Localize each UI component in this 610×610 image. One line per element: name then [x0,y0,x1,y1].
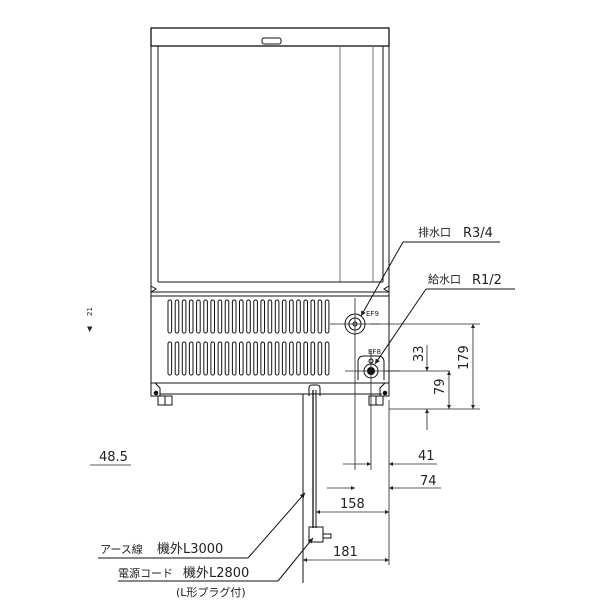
power-cord-length: 機外L2800 [183,566,249,581]
vent-slot [246,341,251,376]
vent-slot [303,299,308,334]
vent-slot [260,341,265,376]
vent-slot [274,299,280,334]
vent-slot [253,341,258,376]
dim-74: 74 [420,474,437,489]
vent-slot [188,341,194,376]
vent-slot [224,341,230,376]
svg-text:EF8: EF8 [368,348,381,356]
vent-slot [231,299,237,334]
cord-grommet [308,384,321,396]
vent-slot [196,299,201,334]
vent-slot [267,341,273,376]
vent-slot [289,299,294,334]
vent-slot [281,299,287,334]
svg-text:EF9: EF9 [366,310,379,318]
power-cord-note: (L形プラグ付) [176,585,246,599]
cabinet-body [150,27,390,395]
drain-spec: R3/4 [463,226,493,241]
vent-slot [317,341,323,376]
supply-spec: R1/2 [472,273,502,288]
dim-33: 33 [412,345,427,362]
vent-slot [181,341,187,376]
vent-slot [217,341,223,376]
vent-slot [167,299,173,334]
vent-slot [203,299,208,334]
level-mark-icon: ▼ [87,325,93,333]
vent-slot [210,341,215,376]
supply-label: 給水口 [428,272,461,286]
drain-label: 排水口 [418,225,451,239]
vent-slot [239,341,244,376]
left-reference-dim: 48.5 [99,450,128,465]
vent-slot [324,341,330,376]
vent-slot [260,299,265,334]
vent-slot [203,341,208,376]
vent-slot [167,341,173,376]
vent-slot [174,341,180,376]
vent-slot [267,299,273,334]
dim-181: 181 [333,545,358,560]
vent-slot [231,341,237,376]
vent-slot [239,299,244,334]
vent-slot [210,299,215,334]
vent-slot [296,299,301,334]
vent-slot [274,341,280,376]
dim-158: 158 [340,497,365,512]
vent-slot [281,341,287,376]
vent-slot [224,299,230,334]
cabinet-base [150,382,390,406]
vent-slot [246,299,251,334]
dim-41: 41 [418,449,435,464]
vent-slot [289,341,294,376]
vent-slot [196,341,201,376]
power-cord [308,390,332,543]
earth-wire-label: アース線 [100,542,143,556]
vent-slot [303,341,308,376]
dim-79: 79 [433,378,448,395]
side-mark: 21 [86,307,94,316]
top-handle [261,37,282,45]
dim-179: 179 [457,345,472,370]
vent-slot [217,299,223,334]
callout-leaders [98,241,515,583]
vent-slot [310,299,316,334]
supply-fitting: EF8 [345,348,400,470]
vent-slot [253,299,258,334]
vent-slot [181,299,187,334]
vent-grille [167,299,330,376]
vent-slot [188,299,194,334]
vent-slot [317,299,323,334]
vent-slot [310,341,316,376]
vertical-dimensions [370,323,480,430]
horizontal-dimensions [303,400,441,565]
vent-slot [174,299,180,334]
power-cord-label: 電源コード [118,566,173,580]
vent-slot [324,299,330,334]
earth-wire-length: 機外L3000 [157,542,223,557]
vent-slot [296,341,301,376]
